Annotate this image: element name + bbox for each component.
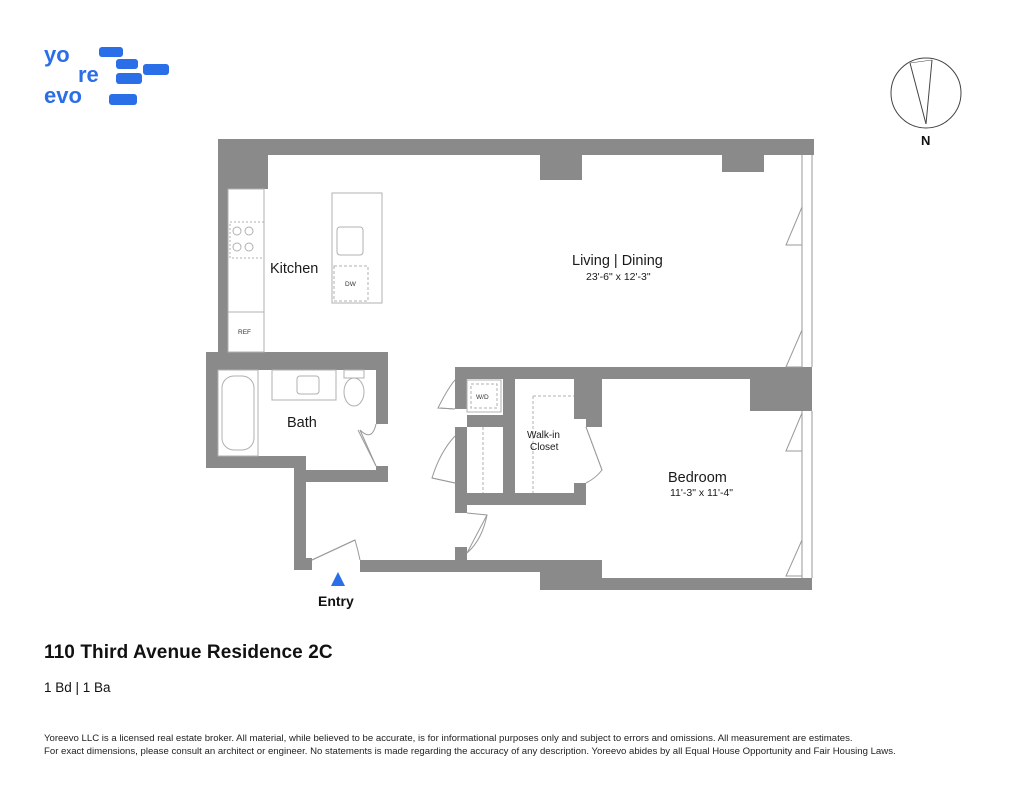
wd-door-swing — [437, 379, 456, 410]
wall — [455, 367, 467, 409]
dishwasher-label: DW — [345, 281, 357, 288]
doors — [311, 206, 803, 577]
island-sink — [336, 226, 364, 256]
wall — [455, 547, 467, 572]
burner — [232, 226, 242, 236]
logo-brick — [99, 47, 123, 57]
wall — [376, 352, 388, 424]
closet-door-swing — [431, 435, 456, 484]
wall — [294, 468, 306, 570]
stove — [229, 221, 265, 259]
toilet-tank — [343, 369, 365, 379]
kitchen-island — [331, 192, 383, 304]
logo-text-evo: evo — [44, 83, 82, 108]
wall — [206, 352, 218, 468]
bath-label: Bath — [287, 415, 317, 431]
compass-north-label: N — [921, 133, 930, 148]
wall — [455, 427, 467, 509]
wall — [515, 493, 586, 505]
burner — [244, 226, 254, 236]
wall — [206, 456, 306, 468]
wall — [455, 367, 812, 379]
burner — [232, 242, 242, 252]
logo-brick — [116, 59, 138, 69]
disclaimer-line-1: Yoreevo LLC is a licensed real estate br… — [44, 733, 853, 744]
bath-door-swing — [359, 423, 377, 467]
wall — [206, 352, 388, 370]
wall — [218, 139, 814, 155]
living-dining-label: Living | Dining — [572, 253, 663, 269]
wall — [540, 578, 812, 590]
wall-column — [722, 139, 764, 172]
refrigerator-label: REF — [238, 329, 251, 336]
bedroom-label: Bedroom — [668, 470, 727, 486]
washer-dryer-label: W/D — [476, 394, 489, 401]
listing-title: 110 Third Avenue Residence 2C — [44, 642, 333, 663]
kitchen-label: Kitchen — [270, 261, 318, 277]
logo-brick — [116, 73, 142, 84]
wall-column — [540, 139, 582, 180]
wall — [306, 470, 388, 482]
bathtub — [217, 369, 259, 457]
floor-plan: Kitchen Living | Dining 23'-6" x 12'-3" … — [206, 139, 814, 609]
logo-brick — [143, 64, 169, 75]
dishwasher — [333, 265, 369, 302]
bath-fixtures — [217, 369, 365, 457]
wall — [503, 367, 515, 505]
wall — [218, 139, 228, 360]
entry-label: Entry — [318, 593, 354, 609]
bedroom-dimensions: 11'-3" x 11'-4" — [670, 487, 733, 499]
window-swing — [785, 329, 803, 368]
legal-disclaimer: Yoreevo LLC is a licensed real estate br… — [44, 733, 984, 758]
entry-arrow-icon — [331, 572, 345, 586]
walkin-closet-label-line1: Walk-in — [527, 430, 560, 441]
bed-bath-summary: 1 Bd | 1 Ba — [44, 680, 111, 695]
burner — [244, 242, 254, 252]
walkin-closet-label-line2: Closet — [530, 442, 559, 453]
logo-brick — [109, 94, 137, 105]
kitchen-fixtures — [227, 188, 383, 353]
walls — [206, 139, 814, 590]
yoreevo-logo: yo re evo — [44, 42, 169, 108]
toilet — [343, 377, 365, 407]
logo-text-re: re — [78, 62, 99, 87]
wall — [586, 367, 602, 427]
window-wall — [801, 155, 813, 578]
wall — [455, 505, 467, 513]
washer-dryer — [466, 379, 502, 413]
wall — [294, 558, 312, 570]
window-swing — [785, 539, 803, 577]
logo-text-yo: yo — [44, 42, 70, 67]
wall-column — [750, 367, 812, 411]
vanity-sink — [296, 375, 320, 395]
living-dining-dimensions: 23'-6" x 12'-3" — [586, 271, 651, 283]
bathtub-inner — [221, 375, 255, 451]
wall — [467, 415, 503, 427]
vanity — [271, 369, 337, 401]
window-swing — [785, 412, 803, 452]
window-swing — [785, 206, 803, 246]
kitchen-counter — [227, 188, 265, 353]
washer-dryer-inner — [470, 383, 498, 409]
disclaimer-line-2: For exact dimensions, please consult an … — [44, 745, 896, 757]
wall — [574, 367, 586, 419]
walkin-door-swing — [585, 426, 603, 484]
north-arrow-icon: N — [890, 57, 962, 148]
closet-fixtures — [466, 379, 574, 493]
